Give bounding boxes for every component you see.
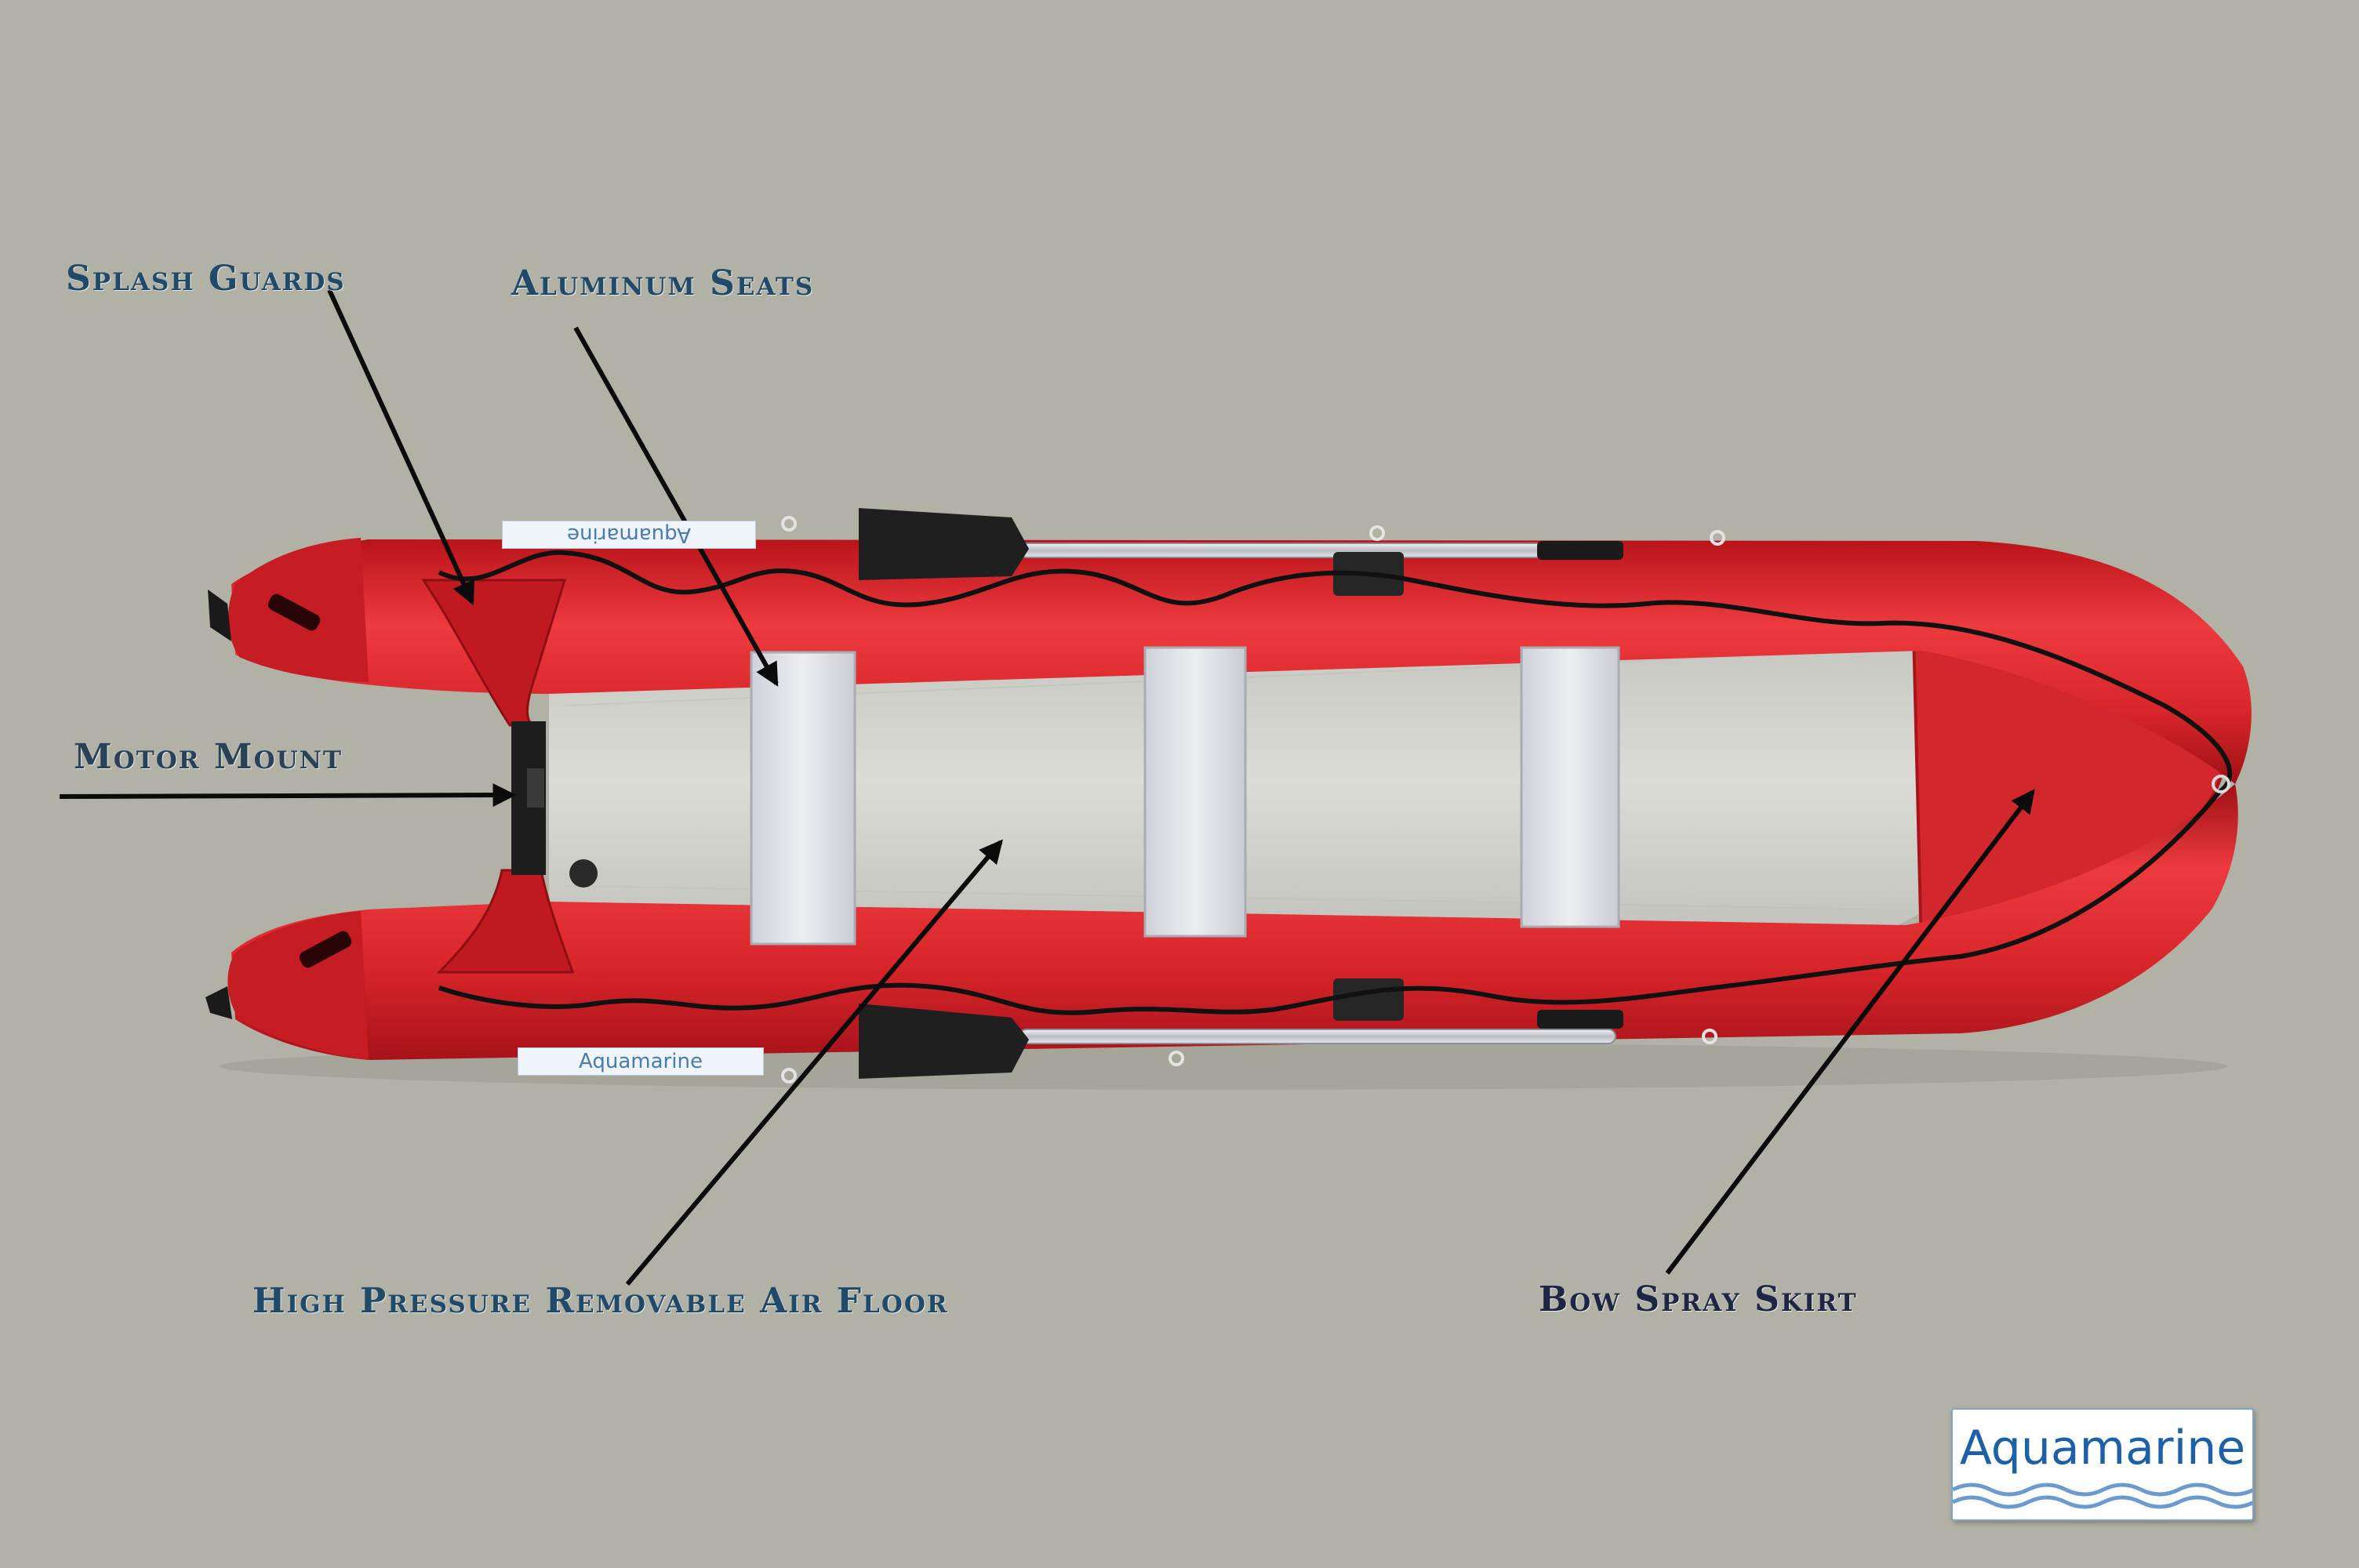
carry-handle-top	[267, 593, 321, 631]
paddle-top	[859, 508, 1623, 596]
logo-waves-icon	[1953, 1483, 2252, 1509]
arrow-bow-spray-skirt	[1665, 789, 2035, 1275]
aquamarine-logo: Aquamarine	[1951, 1408, 2254, 1521]
safety-rope-top	[438, 550, 2233, 794]
label-splash-guards: Splash Guards	[66, 259, 346, 299]
arrow-motor-mount	[59, 783, 517, 808]
splash-guard-top	[421, 579, 567, 727]
logo-text: Aquamarine	[1959, 1421, 2246, 1475]
label-aluminum-seats: Aluminum Seats	[511, 263, 815, 303]
aluminum-seat-1	[750, 651, 856, 946]
motor-mount-bracket	[527, 768, 544, 808]
label-bow-spray-skirt: Bow Spray Skirt	[1539, 1279, 1858, 1319]
arrow-aluminum-seats	[573, 326, 779, 687]
label-air-floor: High Pressure Removable Air Floor	[253, 1281, 949, 1321]
splash-guard-bottom	[436, 869, 575, 974]
arrow-air-floor	[625, 839, 1003, 1286]
bottom-tube-tip	[205, 986, 232, 1019]
carry-handle-bottom	[299, 931, 352, 968]
top-tube-tip	[208, 590, 231, 641]
aluminum-seat-2	[1143, 646, 1247, 938]
air-floor	[549, 635, 2188, 925]
hull-decal-bottom: Aquamarine	[518, 1047, 764, 1076]
callout-arrows	[59, 289, 2035, 1286]
arrow-splash-guards	[327, 289, 475, 606]
floor-valve	[569, 859, 598, 887]
aluminum-seat-3	[1520, 646, 1620, 928]
d-rings	[781, 516, 1725, 1083]
label-motor-mount: Motor Mount	[74, 737, 343, 777]
bow-ring	[2212, 775, 2230, 793]
hull-decal-top: Aquamarine	[502, 521, 756, 549]
